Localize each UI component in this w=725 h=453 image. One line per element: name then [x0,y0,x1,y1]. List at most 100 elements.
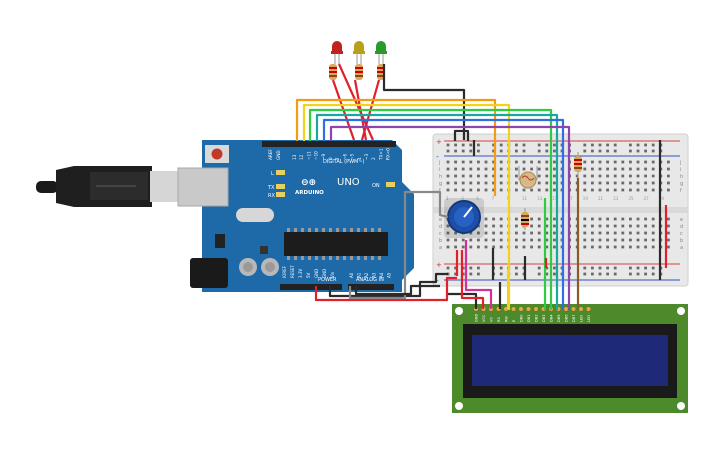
digital-pin-label: ~3 [364,153,369,160]
row-letter: c [439,231,442,237]
digital-pin-label: ~9 [321,153,326,160]
column-number: 15 [552,196,558,201]
tx-label: TX [267,185,275,191]
lcd-pin [578,306,584,312]
digital-label: DIGITAL (PWM~) [323,159,365,165]
lcd-pin [518,306,524,312]
lcd-pin [570,306,577,312]
atmega-chip [284,232,388,256]
column-number: 27 [644,196,650,201]
rail-minus-top: - [436,152,439,161]
lcd-pin-label: DB7 [572,314,576,322]
wire-blue [322,118,565,310]
row-letter: d [680,224,683,230]
lcd-pin-label: DB5 [557,314,561,322]
column-number: 13 [537,196,543,201]
digital-pin-label: TX>1 [378,148,383,161]
led-green [375,41,387,64]
row-letter: e [439,217,442,223]
column-number: 25 [628,196,634,201]
rail-plus-top: + [436,138,442,146]
lcd-pin-label: RS [497,317,501,322]
lcd-pin-label: V0 [490,317,494,322]
led-red [331,41,343,64]
analog-pin-label: A5 [387,272,392,278]
lcd-pin-label: DB1 [527,314,531,322]
row-letter: j [679,160,681,166]
potentiometer [444,198,484,238]
analog-label: ANALOG IN [356,277,384,283]
lcd-pin [533,306,539,312]
digital-pin-label: 2 [371,157,376,160]
wire-gray [348,190,449,300]
row-letter: j [438,160,440,166]
column-number: 29 [659,196,665,201]
board-pcb [202,140,414,292]
wire-magenta [464,240,493,309]
column-number: 17 [568,196,574,201]
column-number: 7 [492,196,495,201]
digital-pin-label: 13 [292,154,297,160]
wire-orange [295,98,497,196]
wire-black [328,272,448,298]
wire-red [460,250,485,309]
brand-name: ARDUINO [295,190,324,196]
power-pin-label: Vin [330,271,335,278]
lcd-pin-label: DB2 [535,314,539,322]
column-number: 5 [476,196,479,201]
row-letter: b [439,238,442,244]
gnd-label: GND [276,150,281,160]
wire-green [308,108,553,310]
wire-black [447,292,478,309]
power-pin-label: IOREF [282,265,287,278]
column-number: 1 [446,196,449,201]
lcd-pin [510,306,517,312]
analog-pin-label: A3 [372,272,377,278]
digital-pin-label: ~11 [306,151,311,160]
analog-pin-label: A0 [349,272,354,278]
led-l [276,170,285,175]
row-letter: c [680,231,683,237]
barrel-jack [190,258,228,288]
digital-pin-label: ~10 [314,151,319,160]
led-tx [276,184,285,189]
wire-teal [315,113,559,310]
power-pin-label: GND [314,269,319,278]
brand-symbol: ⊖⊕ [301,178,316,188]
column-number: 11 [522,196,528,201]
power-pin-label: RESET [290,265,295,278]
row-letter: i [439,167,440,173]
lcd-pin-label: DB3 [542,314,546,322]
lcd-pin [525,306,532,312]
analog-pin-label: A4 [379,272,384,278]
analog-pin-label: A2 [364,272,369,278]
column-number: 3 [461,196,464,201]
lcd-pin-label: DB0 [520,314,524,322]
digital-pin-label: 7 [335,157,340,160]
lcd-screen [472,335,668,386]
lcd-pin-label: RW [505,316,509,322]
lcd-pin-label: DB6 [565,314,569,322]
lcd-pin-label: LED [587,315,591,322]
analog-header [348,284,394,290]
column-number: 21 [598,196,604,201]
led-resistor [355,64,363,80]
lcd-pin [563,306,569,312]
lcd-pin-label: E [512,319,516,322]
wire-yellow [302,103,511,310]
column-number: 19 [583,196,589,201]
row-letter: e [680,217,683,223]
power-pin-label: GND [322,269,327,278]
power-header [280,284,342,290]
chip-pins [287,228,381,260]
led-yellow [353,41,365,64]
lcd-pin-label: GND [475,314,479,322]
indicator-leds [329,41,387,80]
digital-pin-label: 8 [328,157,333,160]
digital-header [262,141,396,147]
